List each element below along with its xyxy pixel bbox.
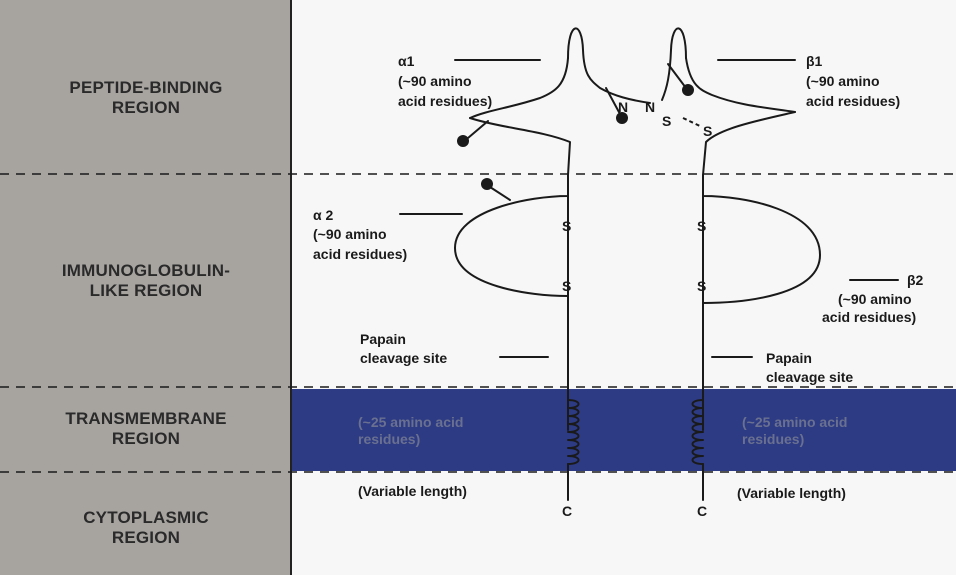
papain-right-line-2: cleavage site (766, 369, 853, 385)
beta1-domain-right-strand (686, 58, 795, 112)
beta2-name: β2 (907, 272, 924, 288)
beta-n-terminus: N (645, 99, 655, 115)
alpha1-desc-line-1: (~90 amino (398, 73, 472, 89)
alpha-c-terminus: C (562, 503, 572, 519)
beta1-glycan-dot (682, 84, 694, 96)
beta2-disulfide-s-1: S (697, 218, 706, 234)
alpha1-lower-glycan-dot (457, 135, 469, 147)
papain-left-line-1: Papain (360, 331, 406, 347)
alpha-transmembrane-helix (568, 400, 579, 464)
alpha2-desc-line-2: acid residues) (313, 246, 407, 262)
alpha2-glycan-dot (481, 178, 493, 190)
beta1-name: β1 (806, 53, 823, 69)
alpha2-domain-loop (455, 175, 568, 296)
alpha2-disulfide-s-1: S (562, 218, 571, 234)
alpha1-domain-lower-strand (470, 118, 570, 175)
alpha2-name: α 2 (313, 207, 333, 223)
beta1-desc-line-1: (~90 amino (806, 73, 880, 89)
beta-transmembrane-helix (693, 400, 704, 464)
alpha2-desc-line-1: (~90 amino (313, 226, 387, 242)
alpha1-name: α1 (398, 53, 415, 69)
beta1-disulfide-bond (683, 118, 702, 127)
beta1-desc-line-2: acid residues) (806, 93, 900, 109)
tm-right-line-1: (~25 amino acid (742, 414, 847, 430)
papain-left-line-2: cleavage site (360, 350, 447, 366)
beta1-disulfide-s-2: S (703, 123, 712, 139)
beta-c-terminus: C (697, 503, 707, 519)
variable-length-left: (Variable length) (358, 483, 467, 499)
tm-left-line-2: residues) (358, 431, 420, 447)
alpha1-desc-line-2: acid residues) (398, 93, 492, 109)
papain-right-line-1: Papain (766, 350, 812, 366)
beta2-desc-line-1: (~90 amino (838, 291, 912, 307)
beta2-domain-loop (703, 175, 820, 303)
beta1-domain-lower-strand (703, 112, 795, 175)
alpha-n-terminus: N (618, 99, 628, 115)
tm-left-line-1: (~25 amino acid (358, 414, 463, 430)
beta1-disulfide-s-1: S (662, 113, 671, 129)
beta2-disulfide-s-2: S (697, 278, 706, 294)
beta1-glycan-stalk (668, 64, 686, 88)
beta2-desc-line-2: acid residues) (822, 309, 916, 325)
alpha2-glycan-stalk (490, 187, 510, 200)
alpha2-disulfide-s-2: S (562, 278, 571, 294)
variable-length-right: (Variable length) (737, 485, 846, 501)
tm-right-line-2: residues) (742, 431, 804, 447)
alpha1-domain-left-strand (470, 58, 568, 118)
alpha1-lower-glycan-stalk (468, 121, 488, 138)
